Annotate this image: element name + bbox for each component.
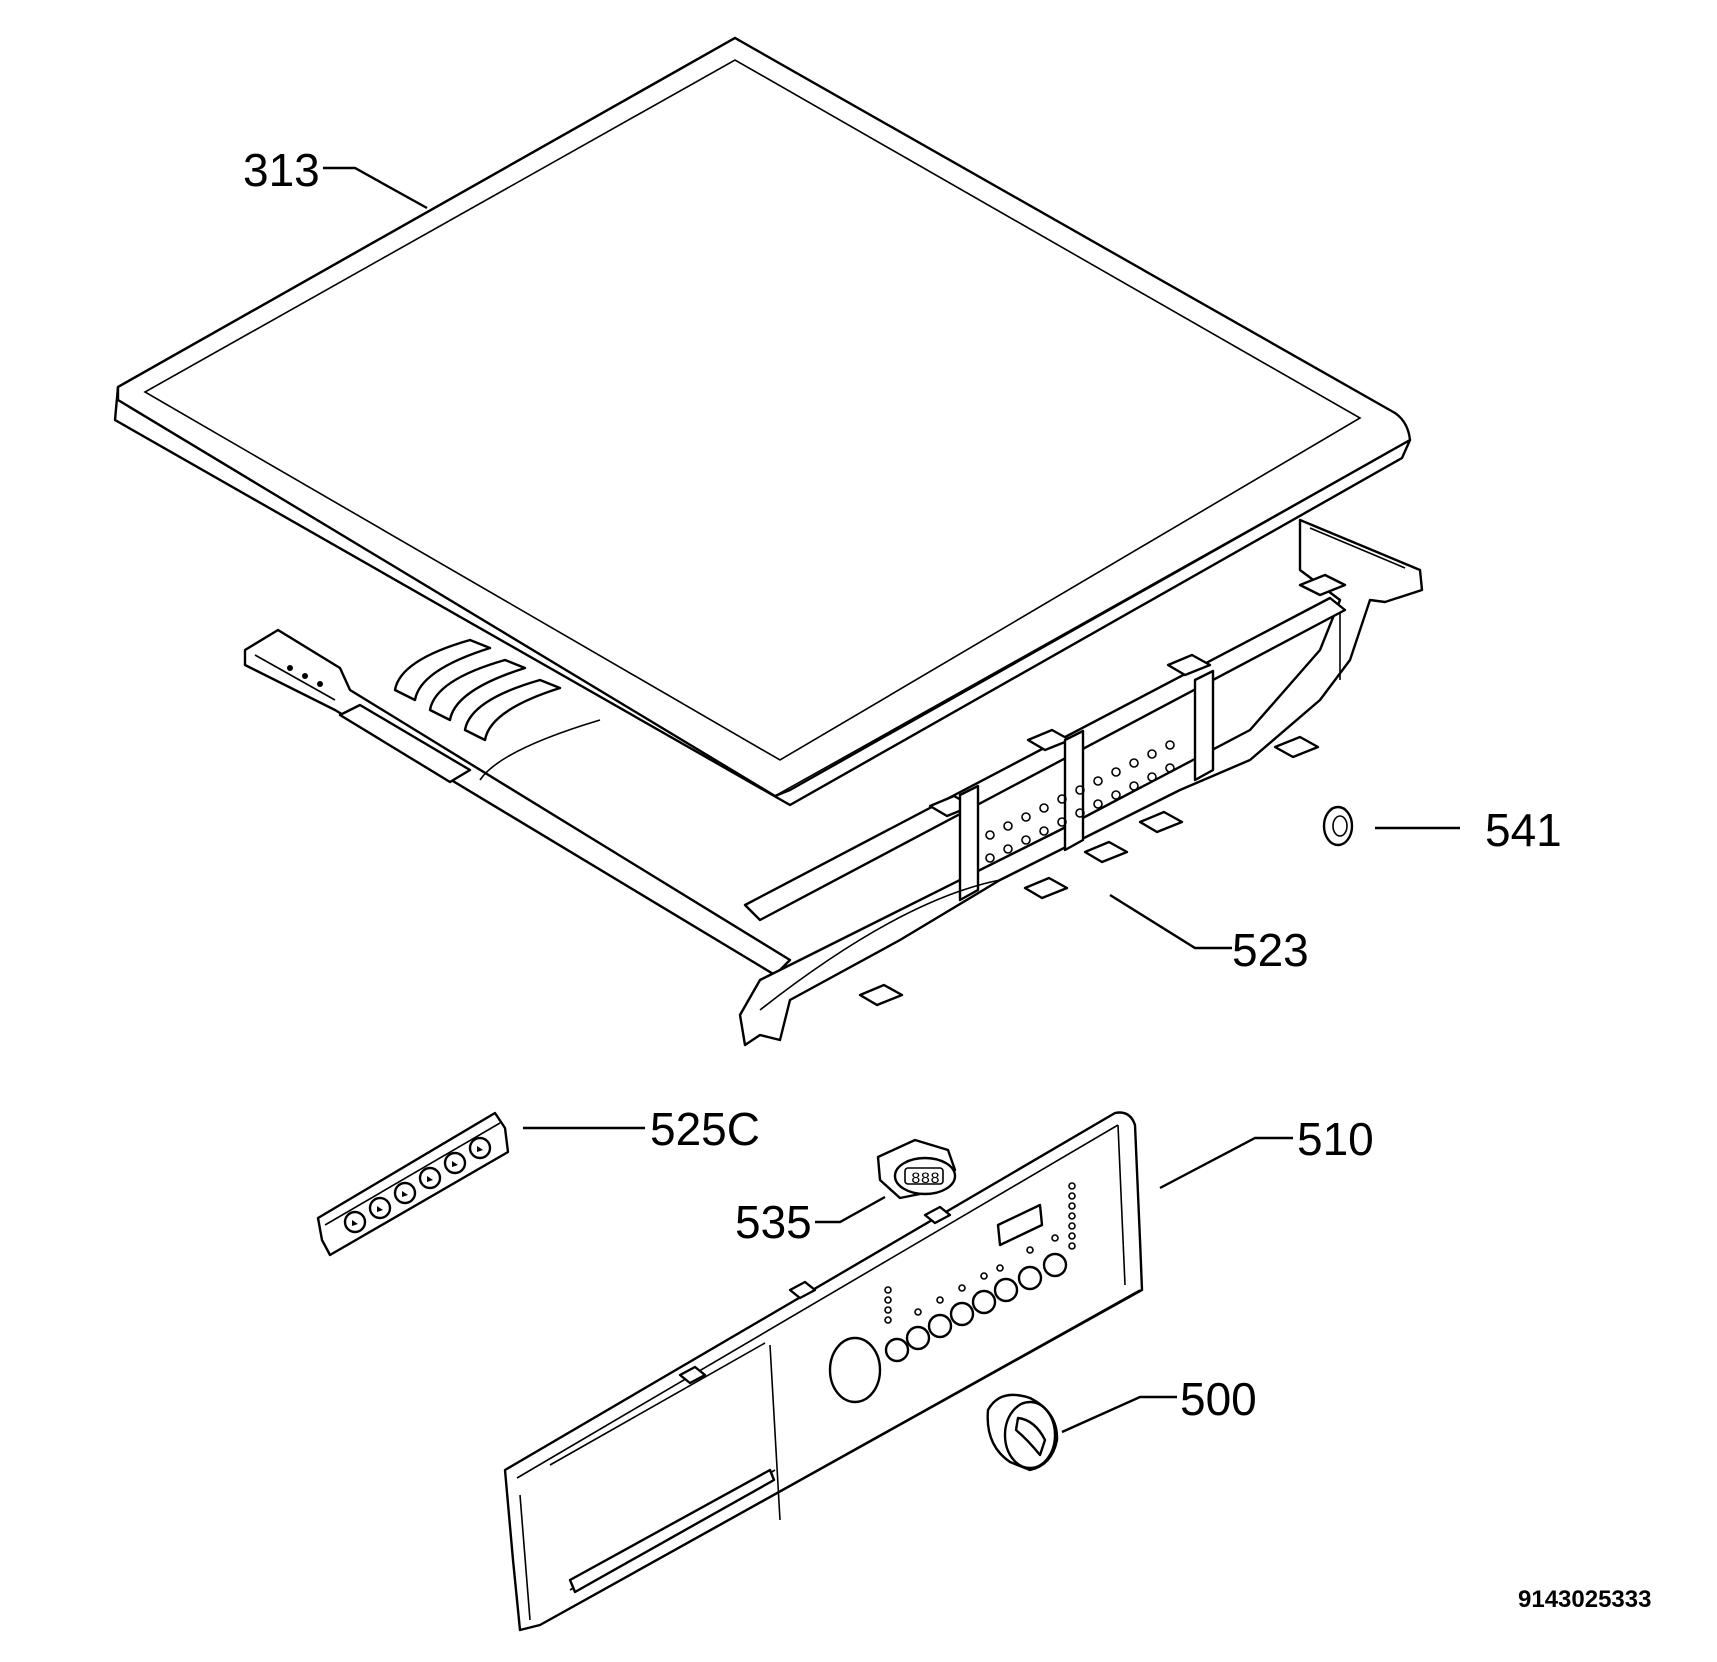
leader-510 <box>1159 1136 1293 1190</box>
leader-500 <box>1061 1395 1177 1434</box>
svg-text:888: 888 <box>911 1170 940 1188</box>
callout-313: 313 <box>243 144 320 196</box>
part-313-top-lid <box>113 36 1412 807</box>
callout-500: 500 <box>1180 1373 1257 1425</box>
document-number: 9143025333 <box>1518 1586 1651 1613</box>
part-525c-button-board <box>316 1111 510 1257</box>
part-523-frame <box>243 518 1424 1047</box>
callout-541: 541 <box>1485 804 1562 856</box>
leader-523 <box>1109 893 1232 950</box>
callout-510: 510 <box>1297 1113 1374 1165</box>
leader-lines <box>323 166 1460 1434</box>
leader-535 <box>815 1195 886 1224</box>
frame-hole-grid <box>985 740 1175 863</box>
leader-313 <box>323 166 428 210</box>
part-535-display-lens: 888 <box>876 1138 957 1200</box>
callout-523: 523 <box>1232 924 1309 976</box>
part-510-control-panel <box>503 1111 1144 1632</box>
part-541-grommet <box>1322 805 1354 847</box>
part-500-knob <box>986 1393 1059 1472</box>
callout-labels: 313 541 523 525C 510 535 500 9143025333 <box>243 144 1651 1613</box>
callout-525c: 525C <box>650 1103 760 1155</box>
callout-535: 535 <box>735 1196 812 1248</box>
